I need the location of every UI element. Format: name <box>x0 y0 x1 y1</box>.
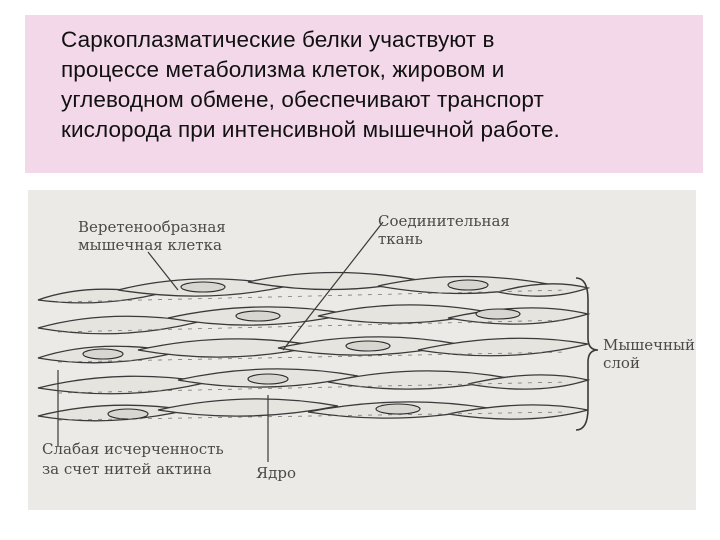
nucleus <box>248 374 288 384</box>
label-spindle-cell-line-2: мышечная клетка <box>78 236 222 254</box>
text-line-3: углеводном обмене, обеспечивают транспор… <box>61 85 683 115</box>
smooth-muscle-illustration: Веретенообразная мышечная клетка Соедини… <box>28 190 696 510</box>
nucleus <box>476 309 520 319</box>
text-line-2: процессе метаболизма клеток, жировом и <box>61 55 683 85</box>
label-muscle-layer-line-1: Мышечный <box>603 336 695 354</box>
smooth-muscle-figure: Веретенообразная мышечная клетка Соедини… <box>28 190 696 510</box>
label-muscle-layer-line-2: слой <box>603 354 640 372</box>
nucleus <box>83 349 123 359</box>
label-striation-line-1: Слабая исчерченность <box>42 440 224 458</box>
text-line-4: кислорода при интенсивной мышечной работ… <box>61 115 683 145</box>
label-nucleus: Ядро <box>256 464 296 482</box>
nucleus <box>108 409 148 419</box>
nucleus <box>346 341 390 351</box>
nucleus <box>376 404 420 414</box>
label-striation-line-2: за счет нитей актина <box>42 460 212 478</box>
label-spindle-cell-line-1: Веретенообразная <box>78 218 226 236</box>
nucleus <box>448 280 488 290</box>
label-connective-tissue-line-1: Соединительная <box>378 212 510 230</box>
text-box: Саркоплазматические белки участвуют в пр… <box>25 15 703 173</box>
body-text: Саркоплазматические белки участвуют в пр… <box>61 25 683 145</box>
nucleus <box>236 311 280 321</box>
nucleus <box>181 282 225 292</box>
label-connective-tissue-line-2: ткань <box>378 230 423 248</box>
text-line-1: Саркоплазматические белки участвуют в <box>61 25 683 55</box>
